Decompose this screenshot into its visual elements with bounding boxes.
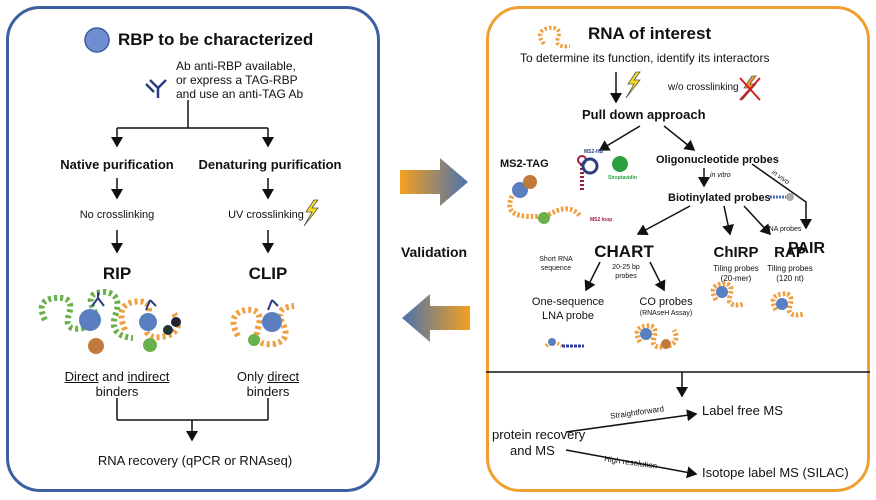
rbp-panel xyxy=(6,6,380,492)
no-crosslinking-label: No crosslinking xyxy=(79,209,155,221)
antibody-text-1: Ab anti-RBP available, xyxy=(176,59,296,73)
chart-probes-1: 20-25 bp xyxy=(612,264,640,271)
rna-of-interest-icon xyxy=(537,25,571,49)
rip-and: and xyxy=(98,369,128,384)
ms2-hb-label: MS2-HB xyxy=(584,149,604,155)
clip-only: Only xyxy=(236,369,268,384)
rip-indirect: indirect xyxy=(127,369,170,384)
in-vitro-label: in vitro xyxy=(710,172,731,179)
right-subtitle: To determine its function, identify its … xyxy=(520,51,770,65)
biotinylated-probes-label: Biotinylated probes xyxy=(668,192,771,204)
antibody-text-3: and use an anti-TAG Ab xyxy=(176,87,304,101)
chart-label: CHART xyxy=(594,242,654,261)
protein-recovery-1: protein recovery xyxy=(492,427,586,442)
rip-binders-line2: binders xyxy=(95,384,139,399)
streptavidin-label: Streptavidin xyxy=(608,175,637,181)
ms2-tag-label: MS2-TAG xyxy=(500,158,549,170)
rap-illustration xyxy=(770,291,805,318)
rap-label: RAP xyxy=(774,244,806,261)
clip-label: CLIP xyxy=(248,264,288,283)
validation-label: Validation xyxy=(400,244,468,260)
chirp-label: ChIRP xyxy=(713,244,759,261)
wo-crosslinking-label: w/o crosslinking xyxy=(668,82,739,93)
isotope-label: Isotope label MS (SILAC) xyxy=(702,465,849,480)
label-free-label: Label free MS xyxy=(702,403,783,418)
rip-label: RIP xyxy=(102,264,132,283)
protein-recovery-2: and MS xyxy=(510,443,555,458)
ms2-tag-illustration xyxy=(507,155,628,224)
clip-binders-text: Only direct xyxy=(236,369,300,385)
lna-probe-illustration xyxy=(544,338,584,348)
antibody-text-2: or express a TAG-RBP xyxy=(176,73,298,87)
arrow-to-left xyxy=(402,294,470,342)
rip-rna-complex-illustration xyxy=(38,288,181,354)
rna-panel xyxy=(486,6,870,492)
rna-recovery-label: RNA recovery (qPCR or RNAseq) xyxy=(97,453,293,468)
antibody-icon xyxy=(145,79,167,98)
chart-probes-2: probes xyxy=(615,273,637,280)
rip-binders-text: Direct and indirect xyxy=(64,369,170,385)
right-panel-title: RNA of interest xyxy=(588,24,712,43)
uv-lightning-icon xyxy=(303,199,319,227)
short-rna-2: sequence xyxy=(540,265,572,272)
rap-sub-2: (120 nt) xyxy=(776,274,804,283)
left-panel-title: RBP to be characterized xyxy=(118,30,314,49)
pull-down-label: Pull down approach xyxy=(582,107,706,122)
rnaseh-label: (RNAseH Assay) xyxy=(639,310,693,317)
chirp-sub-1: Tiling probes xyxy=(713,264,759,273)
pna-probes-label: PNA probes xyxy=(764,226,802,233)
rbp-protein-icon xyxy=(84,27,110,53)
uv-crosslinking-label: UV crosslinking xyxy=(228,209,304,221)
one-seq-2: LNA probe xyxy=(542,310,594,322)
rap-sub-1: Tiling probes xyxy=(767,264,813,273)
co-probes-label: CO probes xyxy=(639,296,693,308)
chirp-illustration xyxy=(710,281,745,308)
clip-binders-line2: binders xyxy=(246,384,290,399)
chirp-sub-2: (20-mer) xyxy=(720,274,752,283)
pair-label: PAIR xyxy=(788,240,826,257)
short-rna-1: Short RNA xyxy=(539,256,573,263)
oligo-probes-label: Oligonucleotide probes xyxy=(656,154,779,166)
crosslinking-lightning-icon xyxy=(625,71,641,99)
co-probes-illustration xyxy=(634,323,679,350)
rip-direct: Direct xyxy=(64,369,99,384)
ms2-loop-label: MS2 loop xyxy=(590,217,613,223)
arrow-to-right xyxy=(400,158,468,206)
clip-direct: direct xyxy=(267,369,300,384)
native-purification-label: Native purification xyxy=(60,157,174,172)
clip-rna-complex-illustration xyxy=(230,299,295,348)
denaturing-purification-label: Denaturing purification xyxy=(198,157,342,172)
one-seq-1: One-sequence xyxy=(531,296,605,308)
